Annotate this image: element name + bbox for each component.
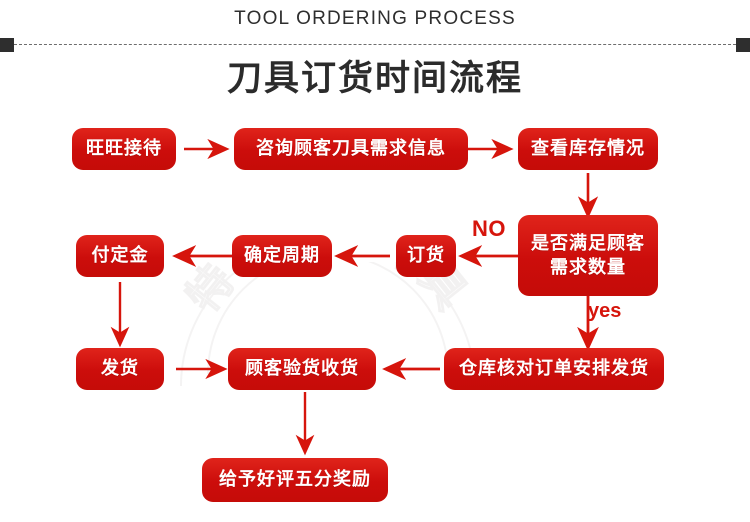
flow-node-customer-inspect-receive[interactable]: 顾客验货收货 <box>228 348 376 390</box>
english-title: TOOL ORDERING PROCESS <box>234 8 516 29</box>
flow-node-check-inventory[interactable]: 查看库存情况 <box>518 128 658 170</box>
divider-cap-left <box>0 38 14 52</box>
flow-node-confirm-lead-time[interactable]: 确定周期 <box>232 235 332 277</box>
decision-line-1: 是否满足顾客 <box>531 233 645 254</box>
flow-node-ship-goods[interactable]: 发货 <box>76 348 164 390</box>
flow-node-give-five-star-review-reward[interactable]: 给予好评五分奖励 <box>202 458 388 502</box>
flow-node-inquire-customer-needs[interactable]: 咨询顾客刀具需求信息 <box>234 128 468 170</box>
page-title: 刀具订货时间流程 <box>226 59 523 98</box>
flow-node-pay-deposit[interactable]: 付定金 <box>76 235 164 277</box>
edge-label-no: NO <box>472 216 506 241</box>
flow-node-wangwang-reception[interactable]: 旺旺接待 <box>72 128 176 170</box>
divider-cap-right <box>736 38 750 52</box>
flow-node-place-order[interactable]: 订货 <box>396 235 456 277</box>
flow-node-warehouse-verify-arrange-shipment[interactable]: 仓库核对订单安排发货 <box>444 348 664 390</box>
edge-label-yes: yes <box>588 300 622 322</box>
header-divider <box>0 38 750 52</box>
flow-node-decision-meets-demand[interactable]: 是否满足顾客 需求数量 <box>518 215 658 296</box>
decision-line-2: 需求数量 <box>550 256 626 277</box>
divider-dashed-line <box>14 44 736 45</box>
